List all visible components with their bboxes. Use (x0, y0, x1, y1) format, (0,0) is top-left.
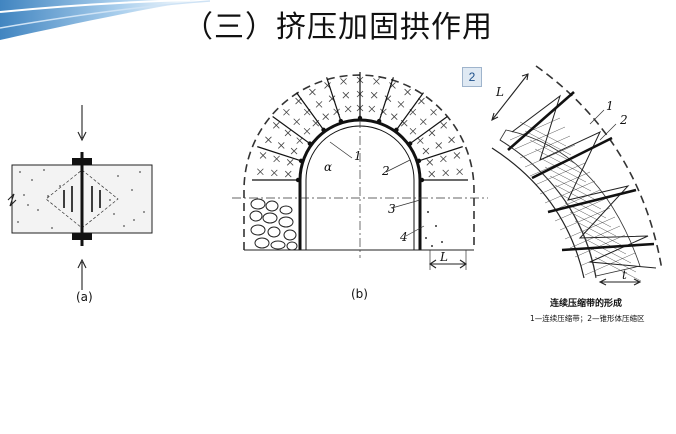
figure-b-label-1: 1 (354, 149, 362, 163)
figure-b-label-alpha: α (324, 160, 332, 174)
figure-b-label-3: 3 (388, 202, 396, 216)
figure-c-label-t: t (622, 268, 627, 282)
slide-title: （三）挤压加固拱作用 (183, 10, 493, 45)
figure-b-label-4: 4 (399, 230, 408, 244)
figure-a-caption: (a) (76, 290, 93, 304)
figure-c-label-2: 2 (619, 113, 628, 127)
figure-c-label-L: L (495, 85, 504, 99)
figure-b-label-L: L (439, 250, 448, 264)
figure-b-label-2: 2 (381, 164, 390, 178)
header-wave-decoration (0, 0, 211, 40)
figure-c-legend: 1—连续压缩带；2—锥形体压缩区 (530, 314, 645, 323)
figure-c-title: 连续压缩带的形成 (550, 299, 623, 309)
figure-c-label-1: 1 (606, 99, 614, 113)
figure-b-caption: (b) (351, 287, 368, 301)
slide-number-badge: 2 (462, 67, 482, 87)
